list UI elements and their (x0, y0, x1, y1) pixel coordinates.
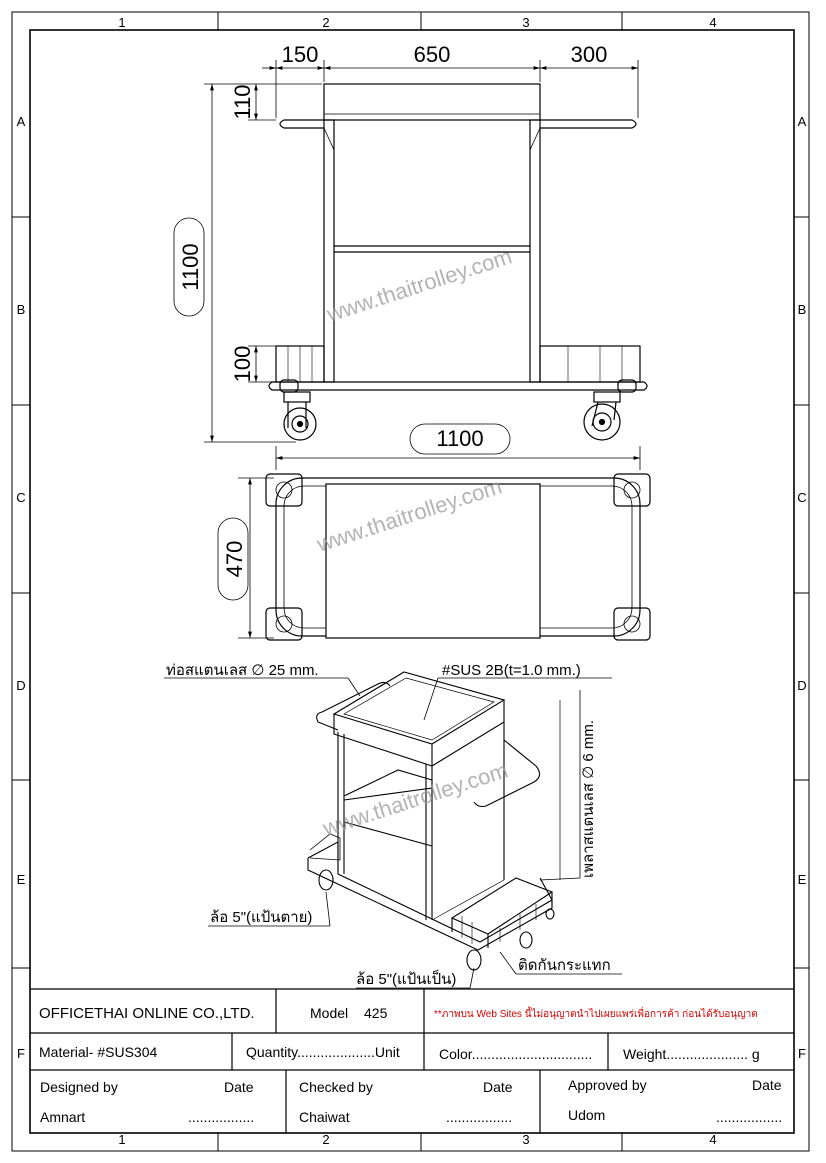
approved-by: Udom (568, 1107, 606, 1123)
quantity: Quantity....................Unit (246, 1044, 400, 1060)
model-value: 425 (364, 1005, 388, 1021)
dim-300: 300 (571, 42, 608, 67)
color: Color............................... (439, 1046, 593, 1062)
label-sheet: #SUS 2B(t=1.0 mm.) (442, 662, 581, 679)
row-label: B (17, 302, 26, 317)
row-label: F (798, 1046, 806, 1061)
top-dimensions (217, 477, 274, 639)
iso-leaders (164, 677, 622, 989)
row-label: E (798, 872, 807, 887)
iso-view (307, 671, 561, 971)
dim-650: 650 (414, 42, 451, 67)
material: Material- #SUS304 (39, 1044, 158, 1060)
label-caster-fixed: ล้อ 5"(แป้นตาย) (210, 909, 312, 926)
col-label: 3 (522, 1132, 529, 1147)
row-label: F (17, 1046, 25, 1061)
approved-date-label: Date (752, 1077, 782, 1093)
dim-100: 100 (230, 346, 255, 383)
row-label: A (798, 114, 807, 129)
weight: Weight..................... g (623, 1046, 760, 1062)
row-label: D (797, 678, 806, 693)
col-label: 1 (118, 1132, 125, 1147)
sheet-frame (11, 11, 810, 1152)
col-label: 4 (709, 15, 716, 30)
top-view (265, 473, 651, 641)
label-tube: ท่อสแตนเลส ∅ 25 mm. (166, 662, 319, 679)
front-view (268, 83, 648, 441)
approved-by-label: Approved by (568, 1077, 647, 1093)
front-dimension-text: 150 650 300 110 1100 100 1100 (178, 42, 607, 451)
company-name: OFFICETHAI ONLINE CO.,LTD. (39, 1005, 255, 1022)
col-label: 2 (322, 1132, 329, 1147)
checked-date: ................. (446, 1109, 513, 1125)
row-label: E (17, 872, 26, 887)
iso-labels: ท่อสแตนเลส ∅ 25 mm. #SUS 2B(t=1.0 mm.) เ… (166, 662, 611, 988)
row-label: C (16, 490, 25, 505)
row-label: C (797, 490, 806, 505)
dim-150: 150 (282, 42, 319, 67)
dim-110: 110 (230, 84, 255, 119)
row-label: A (17, 114, 26, 129)
label-caster-swivel: ล้อ 5"(แป้นเป็น) (356, 969, 456, 988)
checked-by: Chaiwat (299, 1109, 350, 1125)
model-label: Model (310, 1005, 349, 1021)
label-plate: เพลาสแตนเลส ∅ 6 mm. (580, 720, 597, 878)
title-block: OFFICETHAI ONLINE CO.,LTD. Model 425 **ภ… (30, 989, 794, 1132)
dim-1100-height: 1100 (178, 243, 203, 290)
label-bumper: ติดกันกระแทก (518, 957, 611, 974)
front-dimensions (173, 60, 641, 470)
col-label: 4 (709, 1132, 716, 1147)
title-block-grid (30, 988, 794, 1133)
watermark: www.thaitrolley.com (323, 243, 515, 327)
frame-labels: 1 2 3 4 1 2 3 4 A B C D E F A B C D E F (16, 15, 806, 1147)
col-label: 3 (522, 15, 529, 30)
copyright-notice: **ภาพบน Web Sites นี้ไม่อนุญาตนำไปเผยแพร… (434, 1009, 758, 1020)
row-label: D (16, 678, 25, 693)
approved-date: ................. (716, 1109, 783, 1125)
col-label: 1 (118, 15, 125, 30)
dim-1100-length: 1100 (436, 426, 483, 451)
row-label: B (798, 302, 807, 317)
designed-by-label: Designed by (40, 1079, 118, 1095)
checked-date-label: Date (483, 1079, 513, 1095)
designed-date-label: Date (224, 1079, 254, 1095)
designed-date: ................. (188, 1109, 255, 1125)
dim-470: 470 (222, 541, 247, 578)
checked-by-label: Checked by (299, 1079, 373, 1095)
col-label: 2 (322, 15, 329, 30)
designed-by: Amnart (40, 1109, 86, 1125)
